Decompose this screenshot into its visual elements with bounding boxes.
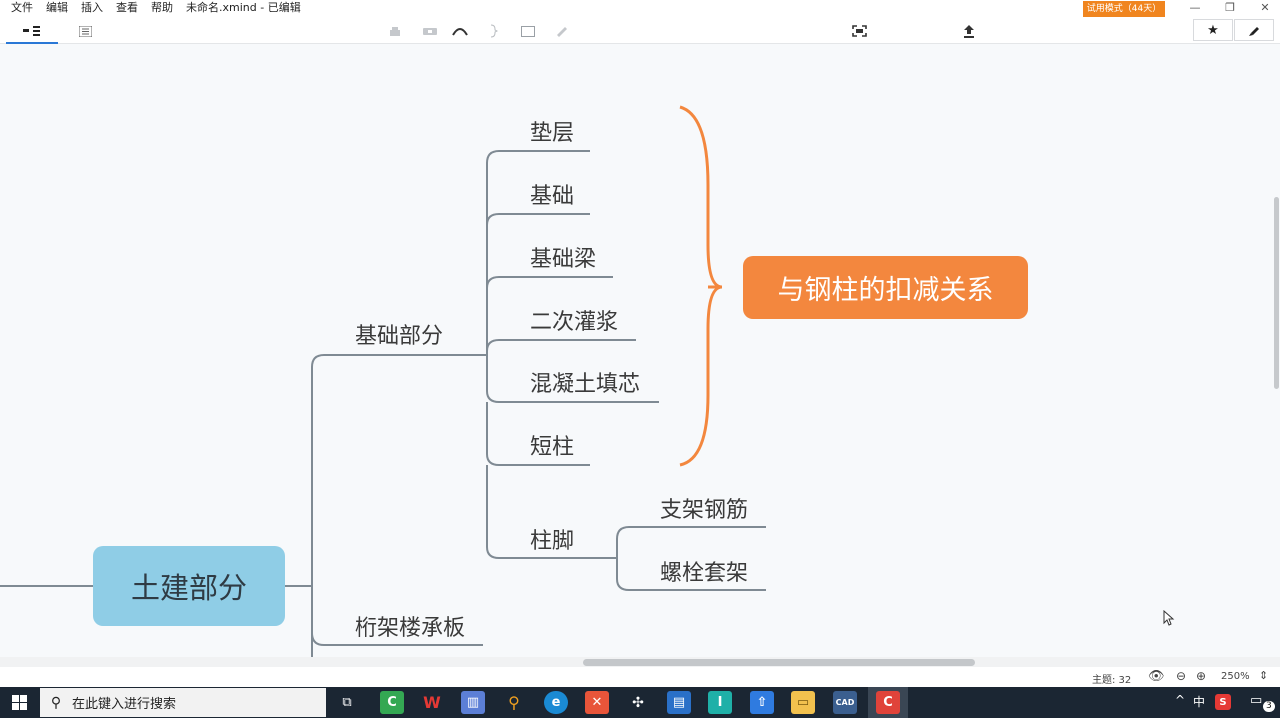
eye-icon[interactable]: 👁 xyxy=(1148,669,1165,684)
taskbar-search[interactable]: ⚲ 在此键入进行搜索 xyxy=(40,688,326,717)
mouse-cursor-icon xyxy=(1163,610,1175,626)
relationship-icon[interactable] xyxy=(451,21,469,41)
tray-expand-icon[interactable]: ^ xyxy=(1175,693,1186,707)
menu-bar: 文件 编辑 插入 查看 帮助 未命名.xmind - 已编辑 试用模式（44天）… xyxy=(0,0,1280,17)
menu-insert[interactable]: 插入 xyxy=(81,1,103,14)
window-title: 未命名.xmind - 已编辑 xyxy=(186,1,301,14)
summary-icon[interactable] xyxy=(488,21,500,41)
mindmap-canvas[interactable]: 土建部分 基础部分 桁架楼承板 垫层 基础 基础梁 二次灌浆 混凝土填芯 短柱 … xyxy=(0,45,1280,657)
camtasia-app-icon[interactable]: C xyxy=(380,691,404,714)
topic-truss-deck[interactable]: 桁架楼承板 xyxy=(355,616,466,641)
subtopic-column-foot[interactable]: 柱脚 xyxy=(530,529,575,554)
wps-app-icon[interactable]: W xyxy=(423,693,441,712)
marker-icon[interactable] xyxy=(1234,19,1274,41)
task-view-icon[interactable]: ⧉ xyxy=(342,695,352,710)
close-button[interactable]: ✕ xyxy=(1260,1,1270,14)
notification-count: 3 xyxy=(1263,701,1275,712)
toolbar: ★ xyxy=(0,17,1280,44)
menu-help[interactable]: 帮助 xyxy=(151,1,173,14)
topic-count: 主题: 32 xyxy=(1092,675,1132,686)
horizontal-scrollbar-thumb[interactable] xyxy=(583,659,975,666)
subtopic-base-beam[interactable]: 基础梁 xyxy=(530,247,597,272)
fit-screen-icon[interactable] xyxy=(850,21,868,41)
active-tab-indicator xyxy=(6,42,58,44)
outline-view-icon[interactable] xyxy=(75,21,95,41)
tencent-app-icon[interactable]: ⇧ xyxy=(750,691,774,714)
star-icon[interactable]: ★ xyxy=(1193,19,1233,41)
mindmap-view-icon[interactable] xyxy=(20,21,44,41)
format-icon[interactable] xyxy=(553,21,569,41)
topic-icon[interactable] xyxy=(387,21,403,41)
vertical-scrollbar[interactable] xyxy=(1274,197,1279,389)
menu-view[interactable]: 查看 xyxy=(116,1,138,14)
connection-lines xyxy=(0,105,766,657)
scatter-app-icon[interactable]: ✣ xyxy=(632,694,644,711)
subtopic-grouting[interactable]: 二次灌浆 xyxy=(530,310,619,335)
notification-icon[interactable]: ▭ xyxy=(1250,693,1263,708)
file-explorer-icon[interactable]: ▭ xyxy=(791,691,815,714)
summary-topic[interactable]: 与钢柱的扣减关系 xyxy=(743,256,1028,319)
subtopic-cushion[interactable]: 垫层 xyxy=(530,121,575,146)
zoom-in-icon[interactable]: ⊕ xyxy=(1196,669,1207,683)
search-icon: ⚲ xyxy=(50,694,62,711)
topic-foundation[interactable]: 基础部分 xyxy=(355,324,444,349)
camtasia-recorder-icon[interactable]: C xyxy=(876,691,900,714)
boundary-icon[interactable] xyxy=(519,21,537,41)
subtopic-bolt-frame[interactable]: 螺栓套架 xyxy=(660,561,749,586)
zoom-stepper-icon[interactable]: ⇕ xyxy=(1259,669,1269,682)
edge-browser-icon[interactable]: e xyxy=(544,691,568,714)
cad-app-icon[interactable]: CAD xyxy=(833,691,857,714)
menu-edit[interactable]: 编辑 xyxy=(46,1,68,14)
subtopic-concrete-fill[interactable]: 混凝土填芯 xyxy=(530,372,641,397)
taskbar: ⚲ 在此键入进行搜索 ⧉ C W ▥ ⚲ e ✕ ✣ ▤ I ⇧ ▭ CAD C… xyxy=(0,687,1280,718)
subtopic-icon[interactable] xyxy=(421,21,439,41)
search-app-icon[interactable]: ⚲ xyxy=(508,693,520,712)
note-app-icon[interactable]: ▤ xyxy=(667,691,691,714)
restore-button[interactable]: ❐ xyxy=(1225,1,1235,14)
subtopic-short-column[interactable]: 短柱 xyxy=(530,435,575,460)
sogou-input-icon[interactable]: S xyxy=(1215,694,1231,710)
subtopic-support-rebar[interactable]: 支架钢筋 xyxy=(660,498,749,523)
share-export-icon[interactable] xyxy=(960,21,978,41)
root-topic[interactable]: 土建部分 xyxy=(93,546,285,626)
text-app-icon[interactable]: I xyxy=(708,691,732,714)
xmind-app-icon[interactable]: ✕ xyxy=(585,691,609,714)
zoom-out-icon[interactable]: ⊖ xyxy=(1176,669,1187,683)
zoom-level[interactable]: 250% xyxy=(1221,671,1250,682)
status-bar: 主题: 32 👁 ⊖ ⊕ 250% ⇕ xyxy=(0,667,1280,687)
document-app-icon[interactable]: ▥ xyxy=(461,691,485,714)
windows-start-icon[interactable] xyxy=(0,687,38,718)
subtopic-base[interactable]: 基础 xyxy=(530,184,575,209)
search-placeholder: 在此键入进行搜索 xyxy=(72,697,177,712)
minimize-button[interactable]: — xyxy=(1189,1,1201,14)
menu-file[interactable]: 文件 xyxy=(11,1,33,14)
ime-indicator[interactable]: 中 xyxy=(1193,695,1206,709)
trial-badge[interactable]: 试用模式（44天） xyxy=(1083,1,1165,17)
